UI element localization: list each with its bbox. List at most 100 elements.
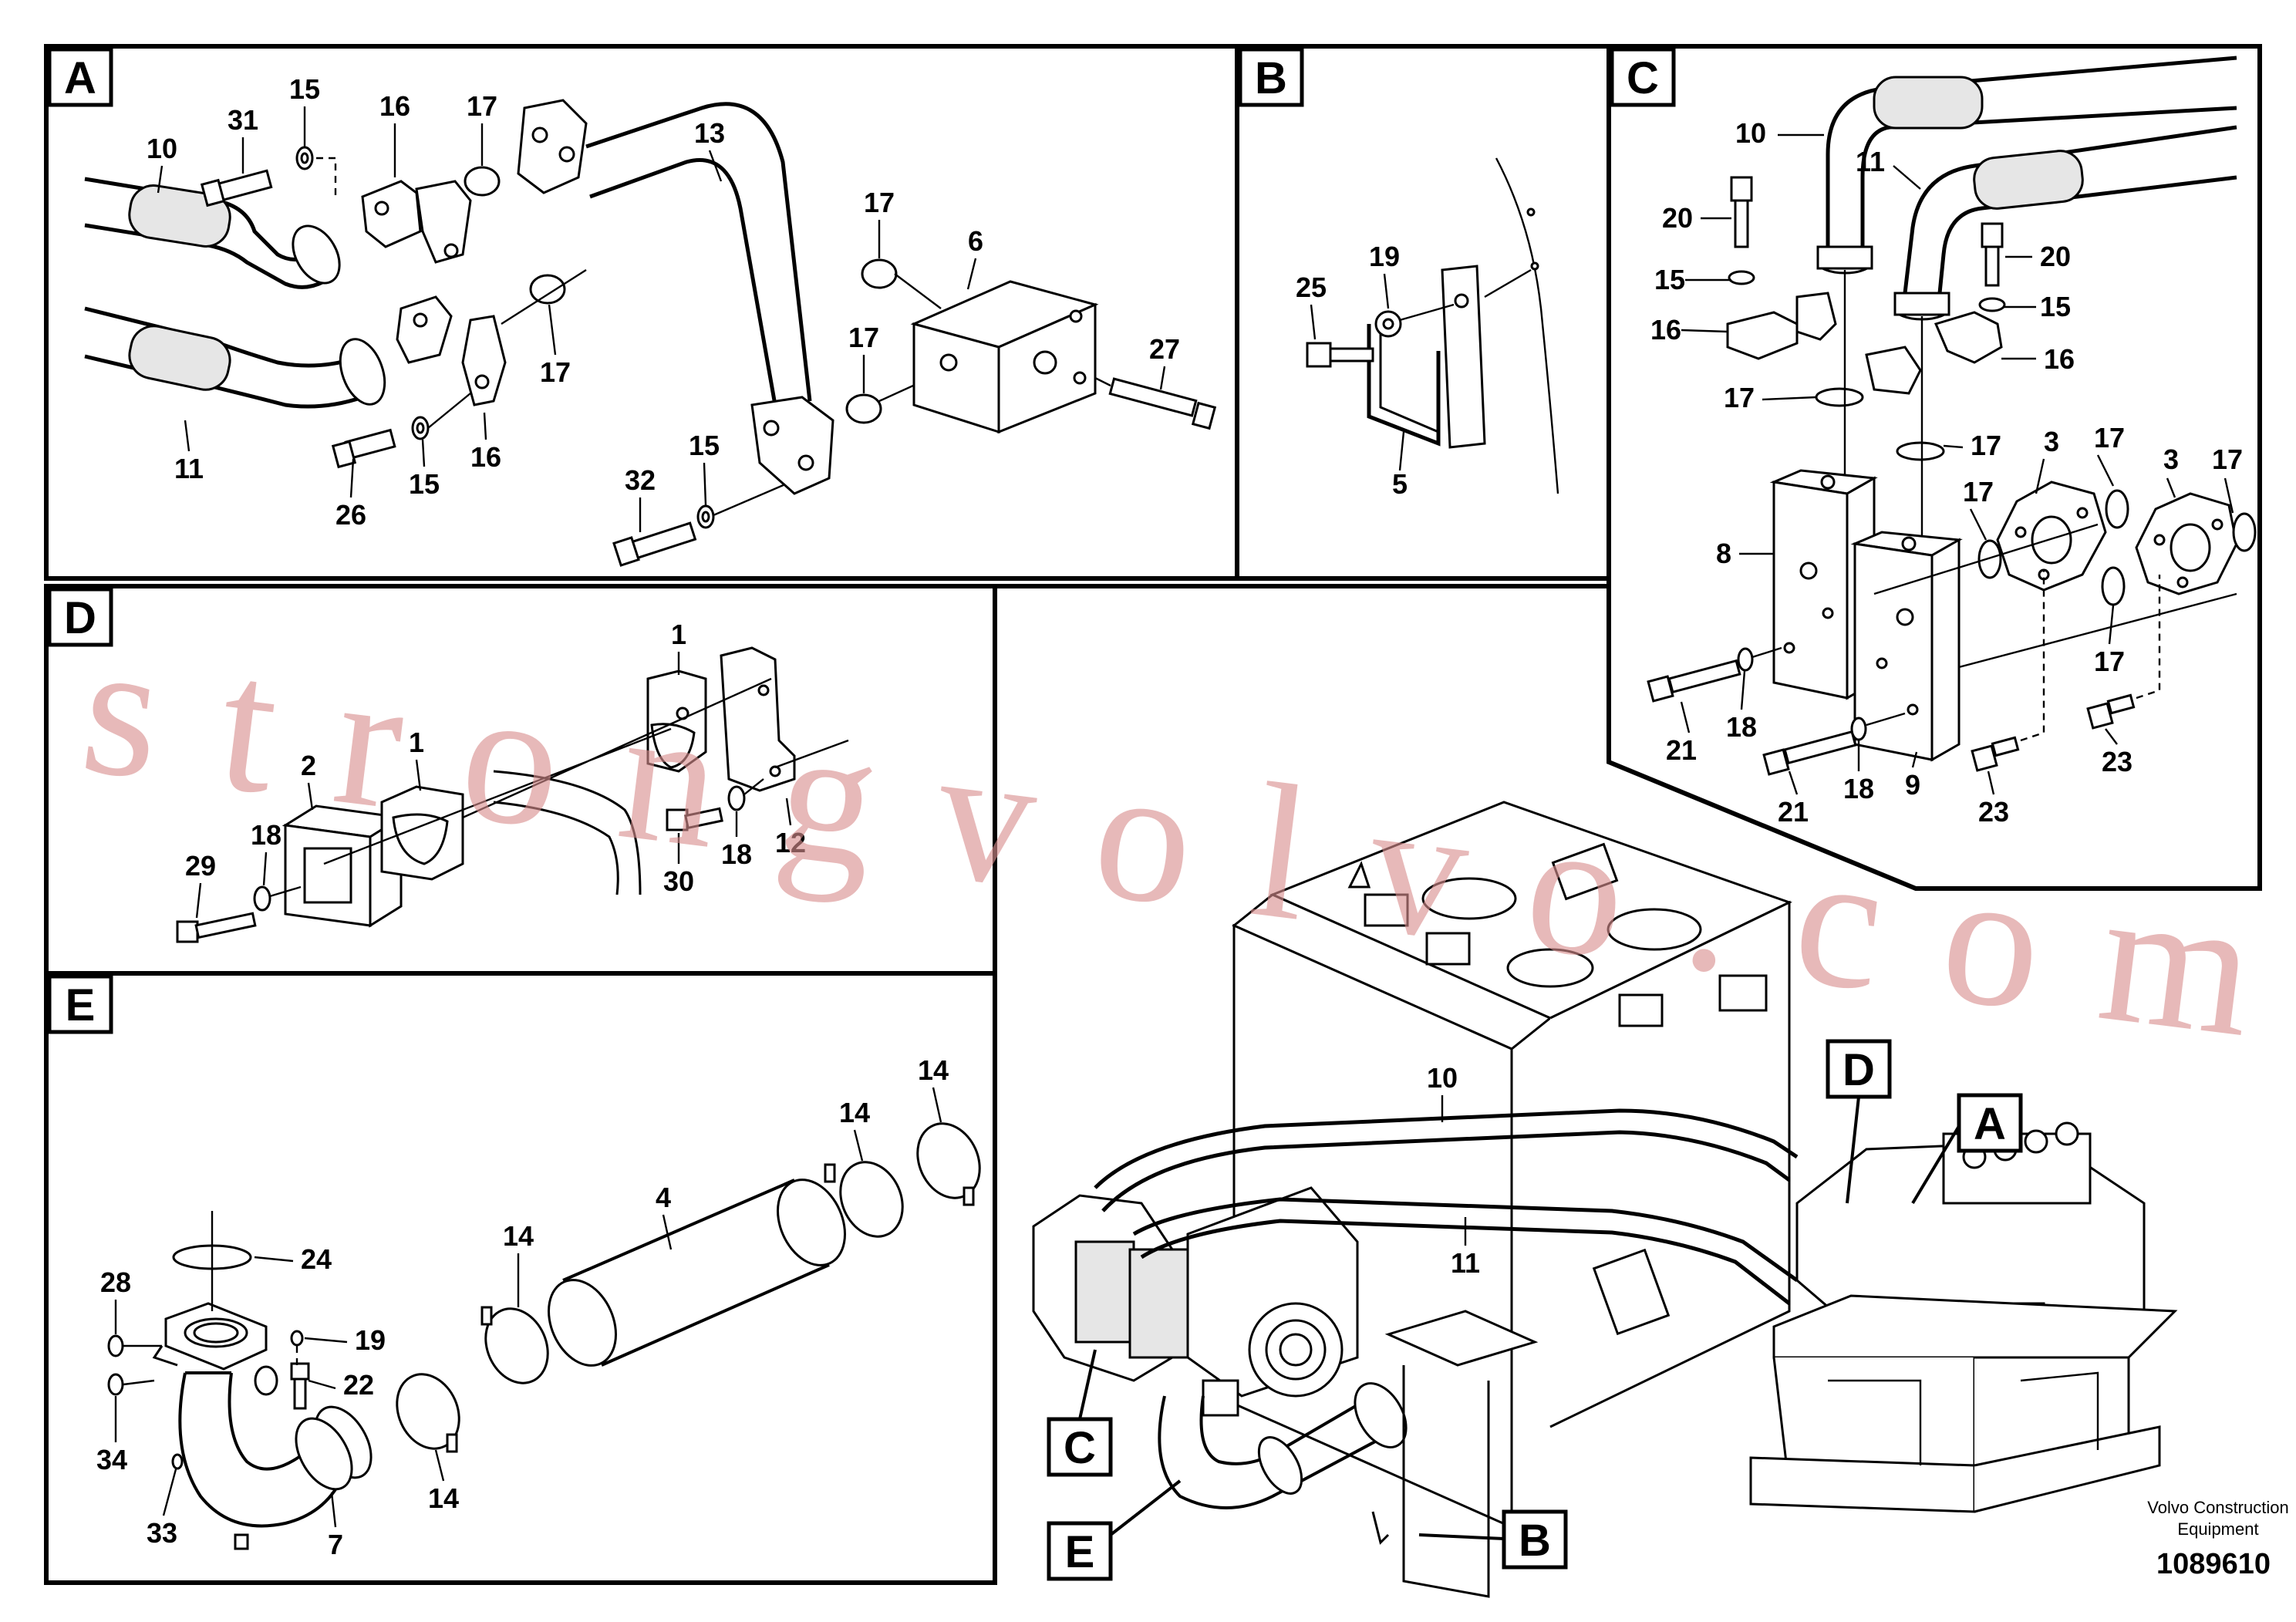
callout-b-19: 19 (1369, 241, 1400, 272)
footer-company-line1: Volvo Construction (2147, 1498, 2288, 1517)
callout-e-34: 34 (96, 1444, 127, 1475)
clamp-14-d (396, 1373, 460, 1453)
callout-overview-10: 10 (1427, 1062, 1458, 1094)
callout-a-6: 6 (968, 225, 983, 257)
callout-e-14-mid: 14 (503, 1220, 534, 1252)
bolt-21-upper (1647, 659, 1741, 703)
washer-28 (107, 1334, 124, 1357)
callout-d-12: 12 (775, 827, 806, 858)
washer-18-c1 (1737, 647, 1754, 672)
hose-11-a (84, 306, 386, 409)
bolt-29 (176, 912, 257, 943)
pipe-4 (548, 1179, 846, 1367)
bolt-22 (290, 1362, 310, 1410)
split-flange-16-upper (361, 180, 472, 264)
panel-b-tag (1238, 47, 1304, 107)
o-ring-17-a4 (845, 393, 882, 424)
callout-c-17-e: 17 (1963, 476, 1994, 508)
callout-c-9: 9 (1905, 769, 1920, 801)
callout-d-29: 29 (185, 850, 216, 882)
callout-a-16-top: 16 (379, 90, 410, 122)
callout-c-20-left: 20 (1662, 202, 1693, 234)
washer-34 (107, 1373, 124, 1396)
washer-18-c2 (1850, 717, 1867, 741)
callout-a-15-bottom: 15 (409, 468, 440, 500)
flange-3-left (1996, 481, 2107, 592)
callout-c-18-lower: 18 (1843, 773, 1874, 804)
flange-top-e (152, 1302, 278, 1396)
callout-e-14-top-right: 14 (918, 1054, 949, 1086)
o-ring-17-a1 (464, 166, 501, 197)
washer-15-c1 (1728, 270, 1755, 285)
o-ring-17-c1 (1815, 387, 1864, 407)
panel-c-letter: C (1627, 53, 1659, 103)
washer-18-d1 (253, 885, 271, 912)
callout-e-33: 33 (147, 1517, 177, 1549)
callout-c-21-lower: 21 (1778, 796, 1809, 828)
valve-frame (1749, 1294, 2178, 1513)
callout-c-17-a: 17 (1724, 382, 1755, 413)
o-ring-17-c6 (2232, 512, 2257, 552)
pipe-13 (517, 99, 834, 495)
bolt-21-lower (1762, 730, 1857, 776)
callout-d-18-right: 18 (721, 838, 752, 870)
plug-19-e (290, 1330, 304, 1347)
o-ring-17-c4 (2105, 489, 2129, 529)
clamp-1-left (380, 785, 464, 881)
split-flange-16-lower (396, 295, 507, 406)
bolt-20-right (1981, 222, 2004, 287)
washer-15-a1 (295, 146, 314, 170)
callout-b-5: 5 (1392, 468, 1408, 500)
suction-pipe (1158, 1382, 1408, 1509)
callout-c-3-left: 3 (2044, 426, 2059, 457)
o-ring-17-c2 (1896, 441, 1945, 461)
callout-d-2: 2 (301, 750, 316, 781)
callout-c-17-c: 17 (2094, 422, 2125, 454)
panel-c: C (1610, 47, 2257, 828)
callout-c-3-right: 3 (2163, 443, 2179, 475)
callout-e-19: 19 (355, 1324, 386, 1356)
svg-text:E: E (1065, 1527, 1095, 1577)
callout-c-15-left: 15 (1654, 264, 1685, 295)
panel-a-letter: A (64, 53, 96, 103)
o-ring-17-c5 (2101, 566, 2126, 606)
svg-text:A: A (1974, 1099, 2006, 1149)
callout-c-15-right: 15 (2040, 291, 2071, 322)
bolt-20-left (1730, 176, 1753, 248)
pump-assembly (1032, 1186, 1359, 1417)
callout-c-10: 10 (1735, 117, 1766, 149)
callout-e-22: 22 (343, 1369, 374, 1401)
bracket-5 (1367, 265, 1486, 449)
bolt-31 (200, 169, 273, 207)
panel-b: B 25 19 5 (1238, 47, 1559, 500)
callout-a-31: 31 (228, 104, 258, 136)
callout-c-21-upper: 21 (1666, 734, 1697, 766)
callout-e-14-top-left: 14 (839, 1097, 870, 1128)
panel-a-tag (47, 47, 113, 107)
clamp-14-c (480, 1306, 549, 1384)
panel-e-letter: E (66, 980, 96, 1030)
footer: Volvo Construction Equipment 1089610 (2147, 1498, 2288, 1580)
bolt-27 (1108, 377, 1217, 430)
block-6 (910, 280, 1099, 434)
callout-a-27: 27 (1149, 333, 1180, 365)
callout-d-30: 30 (663, 865, 694, 897)
flange-16-c-right (1865, 311, 2003, 395)
callout-a-17-mid: 17 (540, 356, 571, 388)
flange-3-right (2135, 492, 2238, 595)
callout-a-13: 13 (694, 117, 725, 149)
block-9 (1850, 531, 1963, 762)
callout-a-11: 11 (174, 453, 204, 484)
bolt-26 (331, 428, 396, 469)
hose-10-a (84, 177, 341, 289)
clamp-14-b (916, 1122, 981, 1206)
bolt-23-left (1971, 736, 2020, 772)
hose-10-c (1816, 56, 2237, 275)
svg-text:D: D (1843, 1045, 1875, 1095)
callout-tag-a: A (1911, 1093, 2023, 1205)
callout-a-15-right: 15 (689, 430, 720, 461)
callout-c-16-left: 16 (1650, 314, 1681, 346)
bolt-23-right (2086, 693, 2136, 730)
callout-a-16-bottom: 16 (470, 441, 501, 473)
